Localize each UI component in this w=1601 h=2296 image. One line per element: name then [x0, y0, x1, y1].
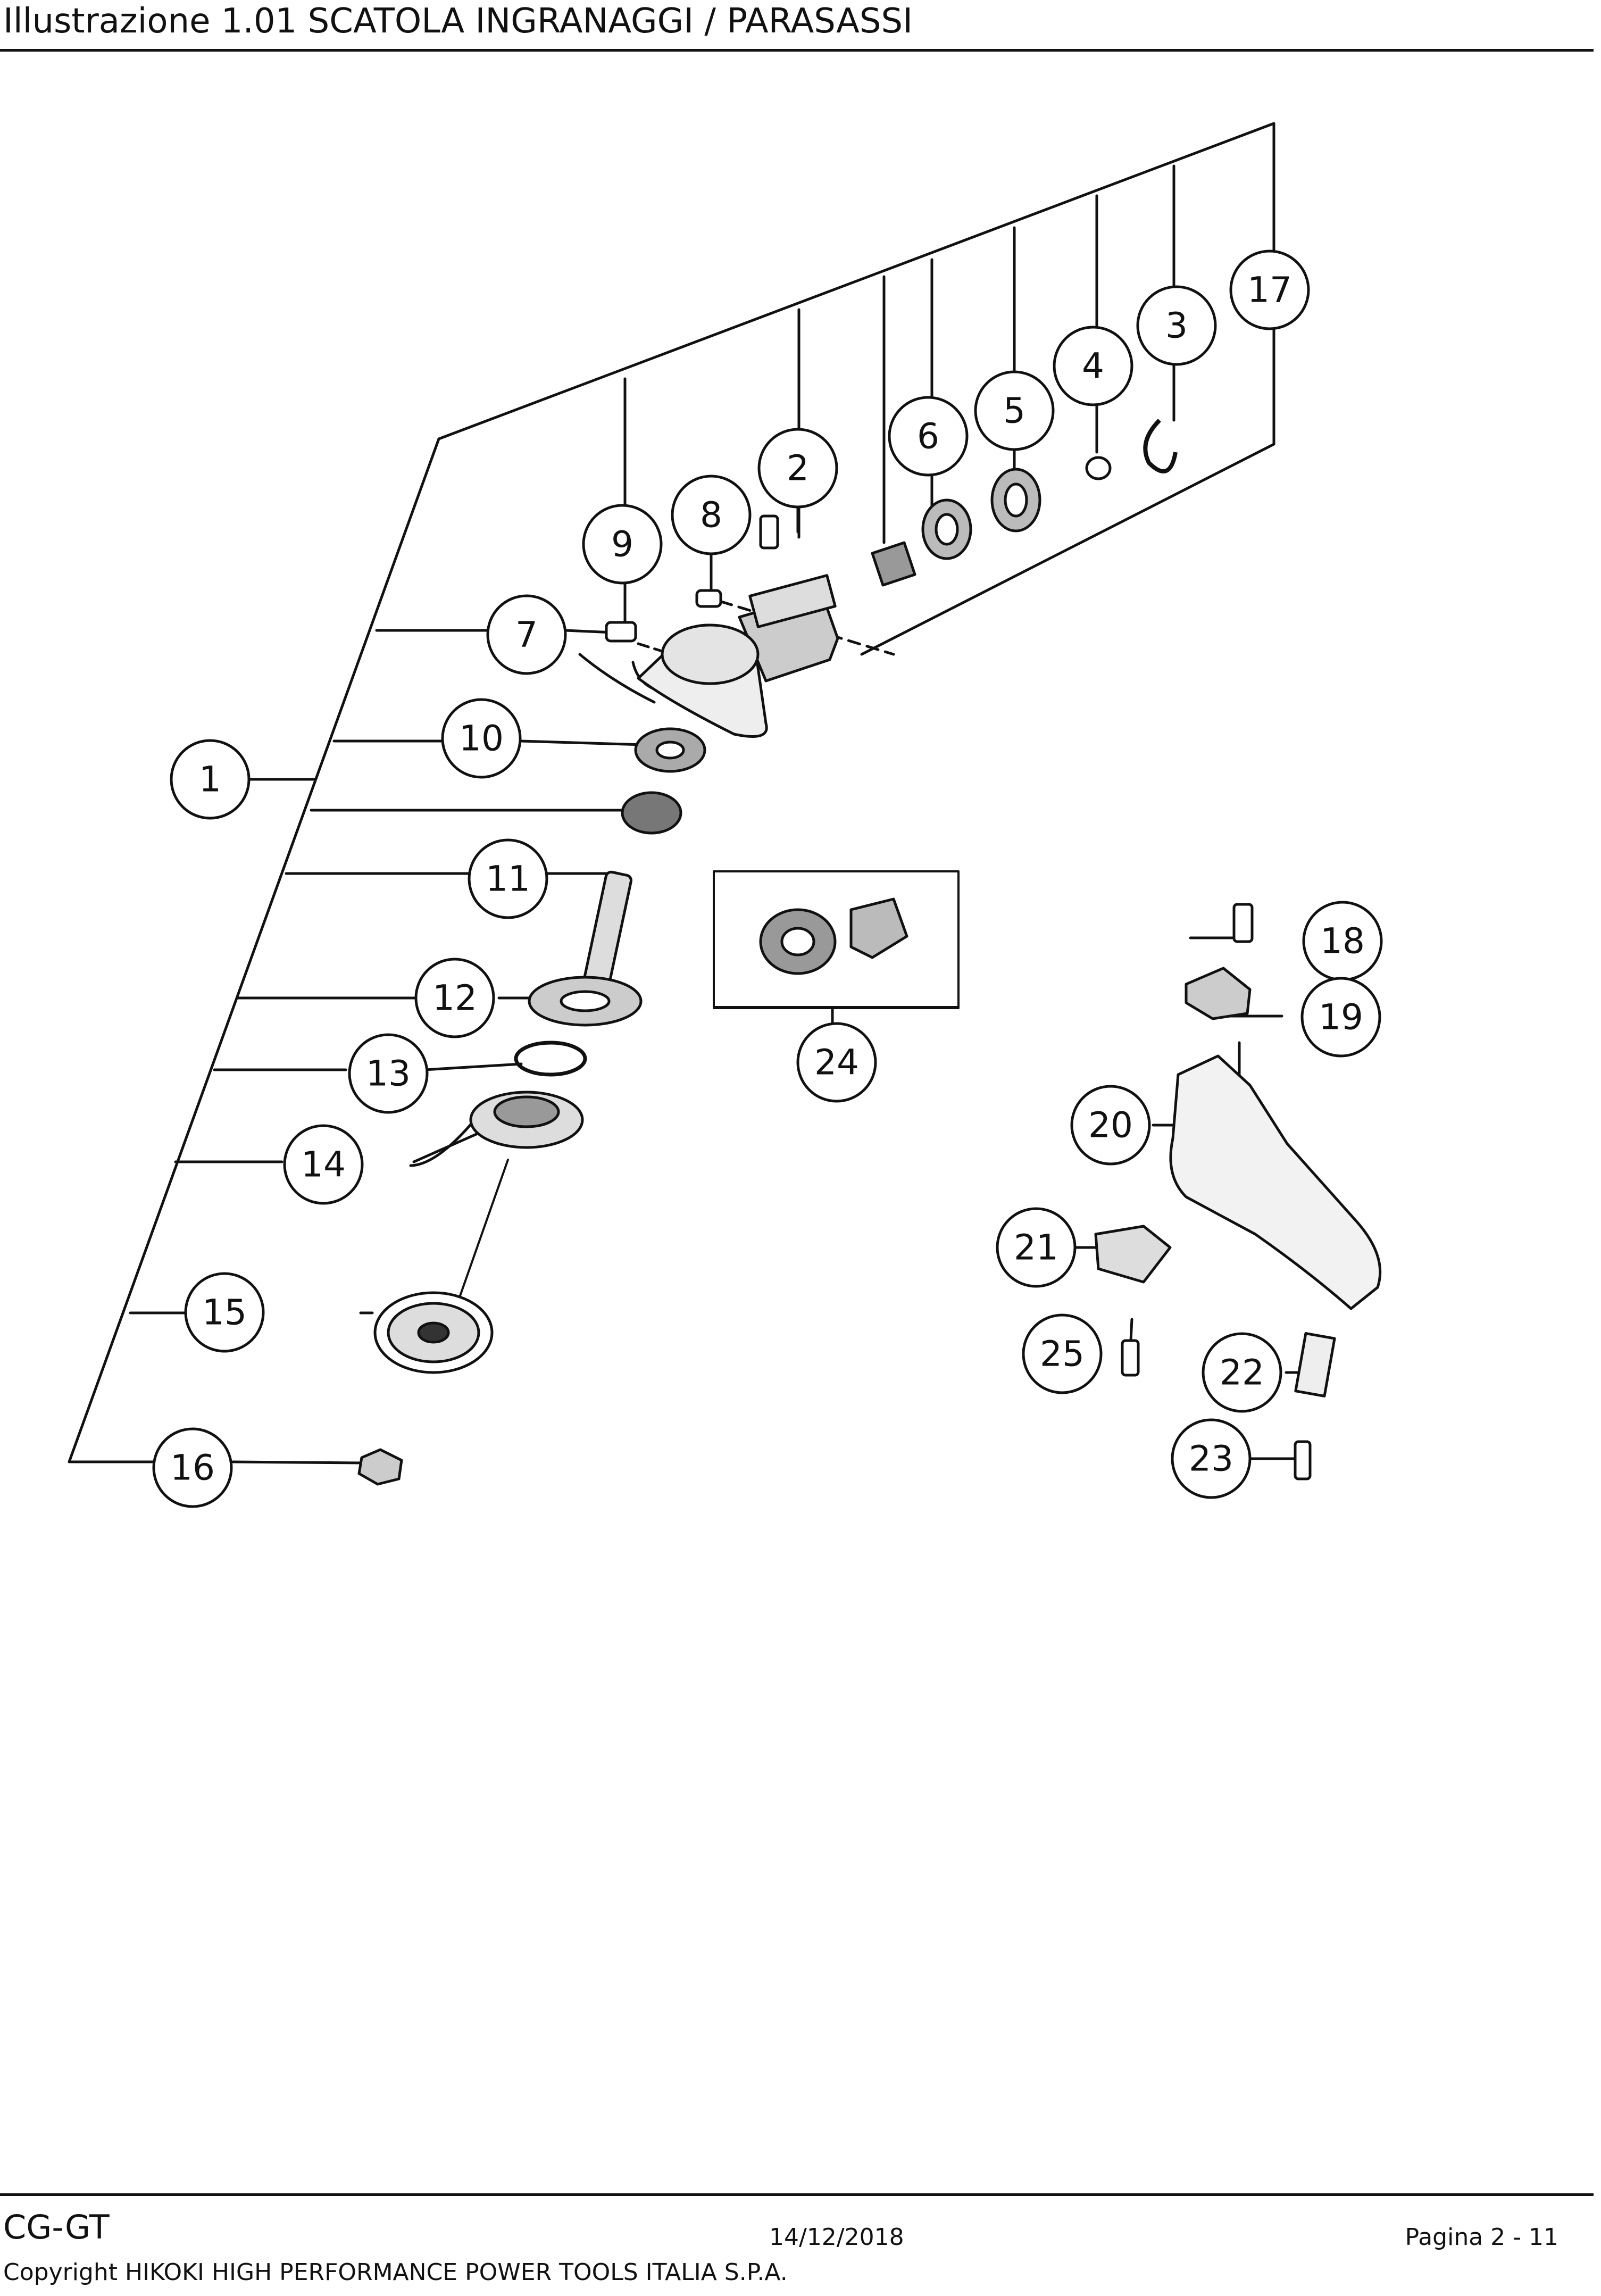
screw-25	[1121, 1339, 1140, 1377]
nut-16	[357, 1448, 403, 1486]
callout-2: 2	[757, 428, 838, 509]
circlip-3	[1143, 419, 1178, 473]
cup-14	[469, 1091, 584, 1149]
bearing-6	[921, 498, 972, 560]
callout-21: 21	[996, 1207, 1077, 1288]
callout-4: 4	[1053, 326, 1133, 406]
callout-12: 12	[414, 958, 495, 1038]
svg-text:25: 25	[1040, 1334, 1085, 1375]
bearing-5	[990, 468, 1041, 533]
svg-text:11: 11	[486, 859, 530, 900]
svg-text:9: 9	[611, 524, 633, 565]
callout-9: 9	[582, 504, 663, 585]
callout-17: 17	[1229, 249, 1310, 330]
footer-divider	[0, 2193, 1594, 2196]
svg-text:6: 6	[917, 416, 939, 457]
svg-text:1: 1	[199, 759, 221, 800]
callout-1: 1	[170, 739, 251, 820]
svg-text:19: 19	[1319, 997, 1363, 1038]
svg-text:15: 15	[202, 1292, 247, 1333]
shaft-11	[582, 870, 632, 992]
svg-text:2: 2	[787, 448, 809, 489]
callout-7: 7	[486, 594, 567, 675]
svg-text:18: 18	[1320, 921, 1365, 962]
disc-15	[373, 1291, 494, 1374]
callout-25: 25	[1022, 1313, 1103, 1394]
callout-13: 13	[348, 1033, 429, 1114]
svg-text:14: 14	[301, 1144, 346, 1185]
callout-14: 14	[283, 1124, 364, 1205]
bolt-18	[1232, 903, 1254, 943]
footer-date: 14/12/2018	[769, 2224, 904, 2251]
callout-18: 18	[1302, 901, 1383, 981]
callout-16: 16	[152, 1427, 233, 1508]
guard-20	[1169, 1054, 1382, 1310]
leader-lines	[68, 122, 1315, 1465]
washer-4	[1085, 456, 1112, 480]
callout-8: 8	[671, 475, 752, 555]
svg-text:4: 4	[1082, 346, 1104, 387]
callout-5: 5	[974, 370, 1055, 451]
callout-22: 22	[1202, 1332, 1282, 1413]
pinion-gear	[871, 541, 916, 587]
callout-15: 15	[184, 1272, 265, 1353]
gear-housing	[637, 574, 839, 738]
bearing-12	[528, 976, 643, 1027]
svg-text:21: 21	[1014, 1227, 1058, 1268]
bearing-10	[634, 727, 706, 773]
svg-text:17: 17	[1247, 270, 1292, 311]
clamp-19	[1185, 967, 1252, 1020]
bolt-2	[759, 514, 779, 550]
exploded-parts-diagram: 1 2 3 4 5 6 7 8 9 10 11 12 13 14 15 16 1…	[68, 122, 1383, 1508]
callout-3: 3	[1136, 285, 1217, 366]
svg-text:8: 8	[700, 495, 722, 536]
screw-23	[1294, 1440, 1312, 1480]
footer-page-number: Pagina 2 - 11	[1405, 2224, 1558, 2251]
seal	[621, 791, 682, 835]
header-divider	[0, 49, 1594, 52]
svg-text:22: 22	[1220, 1352, 1264, 1393]
callout-24: 24	[796, 1022, 877, 1103]
callout-11: 11	[468, 838, 548, 919]
clip-22	[1294, 1332, 1336, 1397]
callout-23: 23	[1171, 1418, 1252, 1499]
callout-6: 6	[888, 396, 969, 477]
footer-copyright: Copyright HIKOKI HIGH PERFORMANCE POWER …	[3, 2259, 788, 2286]
svg-text:23: 23	[1189, 1438, 1233, 1479]
callout-20: 20	[1070, 1085, 1151, 1166]
callout-10: 10	[441, 698, 522, 779]
bolt-9	[605, 621, 637, 643]
footer-model: CG-GT	[3, 2208, 110, 2247]
svg-text:12: 12	[432, 978, 477, 1019]
svg-text:16: 16	[170, 1448, 215, 1488]
bracket-21	[1094, 1225, 1172, 1284]
bolt-8	[695, 589, 722, 608]
gear-kit	[759, 897, 908, 975]
svg-text:7: 7	[515, 614, 538, 655]
svg-text:5: 5	[1003, 390, 1025, 431]
svg-text:20: 20	[1088, 1105, 1133, 1146]
callout-19: 19	[1300, 977, 1381, 1058]
page-title: Illustrazione 1.01 SCATOLA INGRANAGGI / …	[3, 2, 913, 41]
snap-ring-13	[514, 1041, 587, 1077]
svg-text:3: 3	[1165, 305, 1188, 346]
svg-text:24: 24	[814, 1042, 859, 1083]
svg-text:13: 13	[366, 1053, 411, 1094]
svg-text:10: 10	[459, 718, 504, 759]
